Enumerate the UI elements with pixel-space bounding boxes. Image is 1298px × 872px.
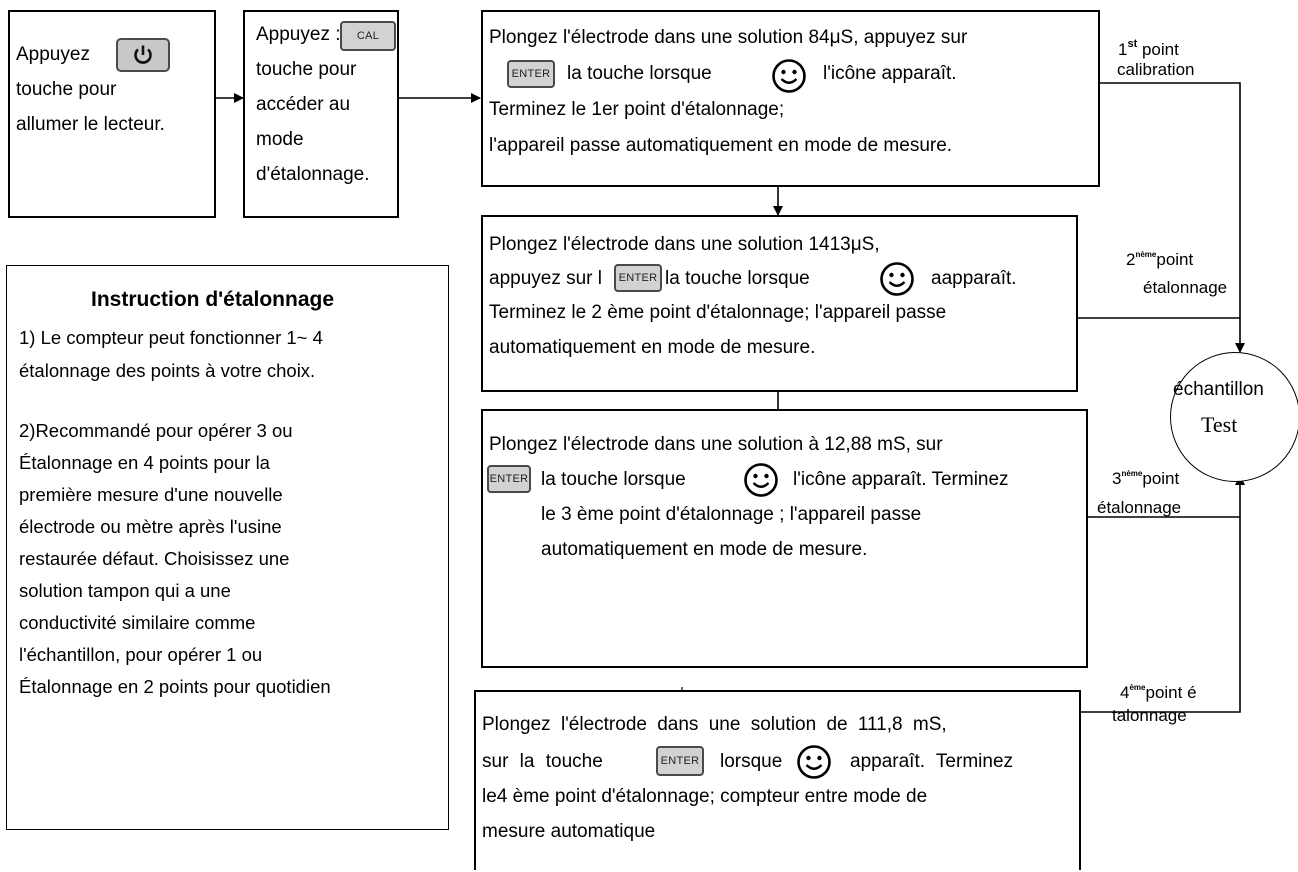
step2-line-2a: appuyez sur l: [489, 268, 603, 289]
label-point-2: 2nèmepoint: [1126, 250, 1194, 269]
sample-label: échantillon: [1173, 379, 1264, 400]
label-point-1-num: 1: [1118, 40, 1128, 59]
step4-line-2c: apparaît. Terminez: [850, 751, 1014, 772]
step3-line-1: Plongez l'électrode dans une solution à …: [489, 434, 943, 455]
step2-line-1: Plongez l'électrode dans une solution 14…: [489, 234, 880, 255]
enter-key[interactable]: ENTER: [507, 60, 555, 88]
power-step-text-2: touche pour: [16, 79, 117, 100]
power-step-text-3: allumer le lecteur.: [16, 114, 165, 135]
enter-key[interactable]: ENTER: [656, 746, 704, 776]
sample-test-label: Test: [1201, 412, 1238, 437]
smiley-icon: [880, 262, 914, 296]
label-point-3-num: 3: [1112, 469, 1122, 488]
instruction-line: solution tampon qui a une: [19, 580, 231, 601]
label-point-2-num: 2: [1126, 250, 1136, 269]
label-point-1-calibration: calibration: [1117, 60, 1195, 79]
step3-line-4: automatiquement en mode de mesure.: [541, 539, 868, 560]
instruction-line: électrode ou mètre après l'usine: [19, 516, 282, 537]
cal-step-text-4: mode: [256, 129, 304, 150]
calibration-point-1-box: Plongez l'électrode dans une solution 84…: [481, 10, 1100, 187]
label-point-3: 3nèmepoint: [1112, 469, 1180, 488]
step4-line-3: le4 ème point d'étalonnage; compteur ent…: [482, 786, 928, 807]
power-icon: [134, 45, 152, 64]
power-key[interactable]: [116, 38, 170, 72]
label-point-1: 1st point: [1118, 38, 1179, 59]
label-point-1-sup: st: [1127, 38, 1138, 50]
cal-step-text-5: d'étalonnage.: [256, 164, 370, 185]
step2-line-4: automatiquement en mode de mesure.: [489, 337, 816, 358]
enter-key[interactable]: ENTER: [487, 465, 531, 493]
step4-line-2b: lorsque: [720, 751, 783, 772]
step4-line-1: Plongez l'électrode dans une solution de…: [482, 714, 947, 735]
step1-line-2b: l'icône apparaît.: [823, 63, 957, 84]
step2-line-2c: aapparaît.: [931, 268, 1017, 289]
wire-4th-point: [1080, 517, 1241, 713]
instruction-line: étalonnage des points à votre choix.: [19, 360, 316, 381]
instruction-line: restaurée défaut. Choisissez une: [19, 548, 290, 569]
smiley-icon: [772, 59, 806, 93]
step2-line-3: Terminez le 2 ème point d'étalonnage; l'…: [489, 302, 947, 323]
label-point-2-etalonnage: étalonnage: [1143, 278, 1228, 297]
instruction-line: 1) Le compteur peut fonctionner 1~ 4: [19, 327, 323, 348]
step1-line-3: Terminez le 1er point d'étalonnage;: [489, 99, 785, 120]
sample-test-node: échantillon Test: [1170, 352, 1298, 482]
label-point-1-word: point: [1137, 40, 1179, 59]
calibration-instructions-box: Instruction d'étalonnage 1) Le compteur …: [6, 265, 449, 830]
step4-line-2a: sur la touche: [482, 751, 603, 772]
label-point-2-sup: nème: [1135, 250, 1157, 259]
instruction-line: 2)Recommandé pour opérer 3 ou: [19, 420, 293, 441]
label-point-3-sup: nème: [1121, 469, 1143, 478]
label-point-2-word: point: [1156, 250, 1194, 269]
wire-1st-point: [1100, 82, 1245, 353]
smiley-icon: [797, 745, 831, 779]
calibration-point-2-box: Plongez l'électrode dans une solution 14…: [481, 215, 1078, 392]
calibration-point-4-box: Plongez l'électrode dans une solution de…: [474, 690, 1081, 870]
label-point-4-etalonnage: talonnage: [1112, 706, 1187, 725]
step1-line-2a: la touche lorsque: [567, 63, 712, 84]
step1-line-4: l'appareil passe automatiquement en mode…: [489, 135, 953, 156]
calibration-mode-step-box: Appuyez : CAL touche pour accéder au mod…: [243, 10, 399, 218]
power-on-step-box: Appuyez touche pour allumer le lecteur.: [8, 10, 216, 218]
step3-line-2b: l'icône apparaît. Terminez: [793, 469, 1009, 490]
instruction-line: première mesure d'une nouvelle: [19, 484, 283, 505]
step3-line-2a: la touche lorsque: [541, 469, 686, 490]
power-step-text-1: Appuyez: [16, 44, 90, 65]
calibration-point-3-box: Plongez l'électrode dans une solution à …: [481, 409, 1088, 668]
cal-step-text-1: Appuyez :: [256, 24, 341, 45]
step4-line-4: mesure automatique: [482, 821, 656, 842]
cal-key[interactable]: CAL: [340, 21, 396, 51]
instructions-title: Instruction d'étalonnage: [91, 288, 335, 311]
cal-step-text-2: touche pour: [256, 59, 357, 80]
label-point-3-word: point: [1142, 469, 1180, 488]
instruction-line: conductivité similaire comme: [19, 612, 256, 633]
label-point-3-etalonnage: étalonnage: [1097, 498, 1182, 517]
cal-step-text-3: accéder au: [256, 94, 351, 115]
instruction-line: Étalonnage en 2 points pour quotidien: [19, 676, 331, 697]
label-point-4-sup: ème: [1129, 683, 1146, 692]
instruction-line: Étalonnage en 4 points pour la: [19, 452, 270, 473]
step2-line-2b: la touche lorsque: [665, 268, 810, 289]
label-point-4: 4èmepoint é: [1120, 683, 1197, 702]
step3-line-3: le 3 ème point d'étalonnage ; l'appareil…: [541, 504, 922, 525]
instruction-line: l'échantillon, pour opérer 1 ou: [19, 644, 263, 665]
label-point-4-word: point é: [1145, 683, 1197, 702]
enter-key[interactable]: ENTER: [614, 264, 662, 292]
label-point-4-num: 4: [1120, 683, 1130, 702]
step1-line-1: Plongez l'électrode dans une solution 84…: [489, 27, 968, 48]
smiley-icon: [744, 463, 778, 497]
